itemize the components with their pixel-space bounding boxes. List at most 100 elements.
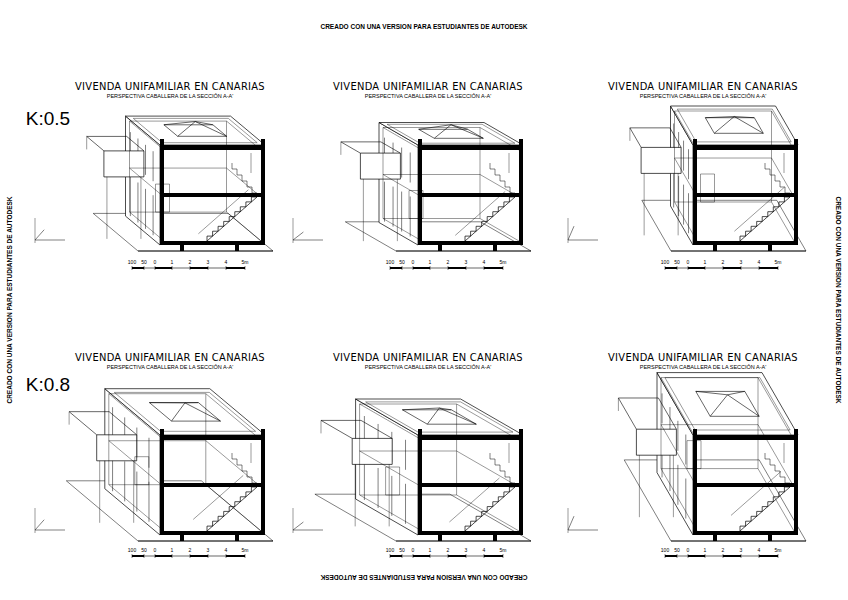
drawing-line — [138, 541, 273, 542]
scale-number: 50 — [674, 260, 680, 265]
section-cut — [418, 483, 523, 487]
drawing-line — [396, 251, 531, 252]
ground-plane — [93, 213, 273, 251]
sheet-subtitle: PERSPECTIVA CABALLERA DE LA SECCIÓN A-A' — [640, 365, 767, 371]
section-cut — [693, 145, 798, 150]
section-cut — [519, 429, 523, 535]
scale-number: 2 — [447, 548, 450, 553]
drawing-line — [568, 240, 598, 241]
drawing-line — [455, 191, 505, 235]
roof-face — [126, 116, 266, 145]
scale-number: 2 — [722, 548, 725, 553]
scale-bar — [448, 555, 466, 557]
drawing-line — [731, 471, 781, 515]
drawing-line — [99, 461, 100, 523]
scale-number: 4 — [225, 260, 228, 265]
balcony — [352, 438, 392, 464]
drawing-line — [383, 219, 422, 242]
drawing-line — [678, 173, 679, 235]
drawing-line — [130, 176, 131, 216]
drawing-line — [109, 485, 164, 531]
drawing-line — [675, 158, 772, 159]
scale-number: 5m — [500, 548, 507, 553]
drawing-line — [509, 153, 510, 173]
drawing-line — [69, 412, 97, 435]
drawing-line — [451, 125, 468, 130]
scale-bar — [448, 267, 466, 269]
drawing-line — [465, 487, 515, 531]
drawing-line — [393, 187, 394, 227]
drawing-line — [363, 179, 364, 241]
drawing-line — [696, 391, 728, 394]
drawing-line — [714, 117, 734, 134]
scale-number: 4 — [483, 260, 486, 265]
drawing-line — [195, 122, 226, 137]
drawing-line — [734, 117, 763, 134]
drawing-line — [665, 268, 778, 269]
section-cut — [235, 535, 239, 541]
drawing-line — [320, 420, 321, 433]
section-cut — [519, 139, 523, 245]
drawing-line — [490, 163, 515, 193]
drawing-line — [480, 219, 519, 242]
drawing-line — [251, 153, 252, 173]
section-cut — [418, 429, 422, 535]
section-cut — [180, 245, 184, 251]
drawing-line — [465, 487, 515, 531]
drawing-line — [402, 408, 439, 410]
drawing-line — [688, 149, 689, 179]
section-cut — [418, 435, 523, 440]
drawing-line — [148, 482, 149, 522]
scale-bar — [155, 267, 172, 269]
drawing-line — [355, 464, 356, 526]
drawing-outline — [135, 457, 149, 485]
drawing-line — [293, 218, 294, 243]
drawing-line — [69, 411, 109, 412]
drawing-line — [207, 487, 257, 531]
drawing-line — [86, 136, 87, 149]
section-cut — [160, 483, 265, 487]
drawing-line — [383, 175, 422, 198]
ground-plane — [66, 481, 273, 541]
drawing-line — [109, 441, 164, 487]
ground-plane — [642, 200, 806, 251]
drawing-line — [87, 136, 104, 150]
drawing-outline — [696, 391, 759, 416]
drawing-outline — [114, 392, 255, 431]
section-cut — [693, 139, 697, 245]
drawing-line — [765, 163, 790, 193]
drawing-line — [133, 461, 134, 523]
drawing-line — [145, 145, 146, 175]
section-cut — [713, 245, 717, 251]
sheet-subtitle: PERSPECTIVA CABALLERA DE LA SECCIÓN A-A' — [365, 94, 492, 100]
drawing-line — [360, 451, 422, 487]
scale-number: 50 — [399, 260, 405, 265]
drawing-outline — [705, 118, 763, 134]
drawing-line — [568, 218, 569, 243]
drawing-line — [465, 197, 515, 241]
drawing-line — [321, 420, 352, 438]
drawing-line — [784, 153, 785, 173]
drawing-line — [772, 111, 795, 150]
drawing-line — [124, 461, 125, 501]
sheet-title: VIVENDA UNIFAMILIAR EN CANARIAS — [608, 352, 798, 363]
drawing-line — [568, 530, 598, 531]
drawing-line — [145, 189, 146, 229]
drawing-line — [127, 136, 144, 150]
scale-factor: K:0.5 — [26, 109, 70, 128]
scale-number: 4 — [483, 548, 486, 553]
scale-number: 50 — [141, 548, 147, 553]
drawing-line — [153, 151, 154, 181]
drawing-line — [149, 402, 185, 403]
watermark: CREADO CON UNA VERSION PARA ESTUDIANTES … — [835, 196, 842, 403]
scale-number: 2 — [447, 260, 450, 265]
drawing-line — [361, 420, 392, 438]
drawing-line — [740, 487, 790, 531]
drawing-line — [207, 197, 257, 241]
drawing-outline — [133, 118, 257, 142]
scale-number: 50 — [674, 548, 680, 553]
drawing-line — [671, 251, 806, 252]
scale-number: 3 — [740, 548, 743, 553]
drawing-line — [206, 394, 261, 440]
drawing-outline — [383, 128, 480, 219]
